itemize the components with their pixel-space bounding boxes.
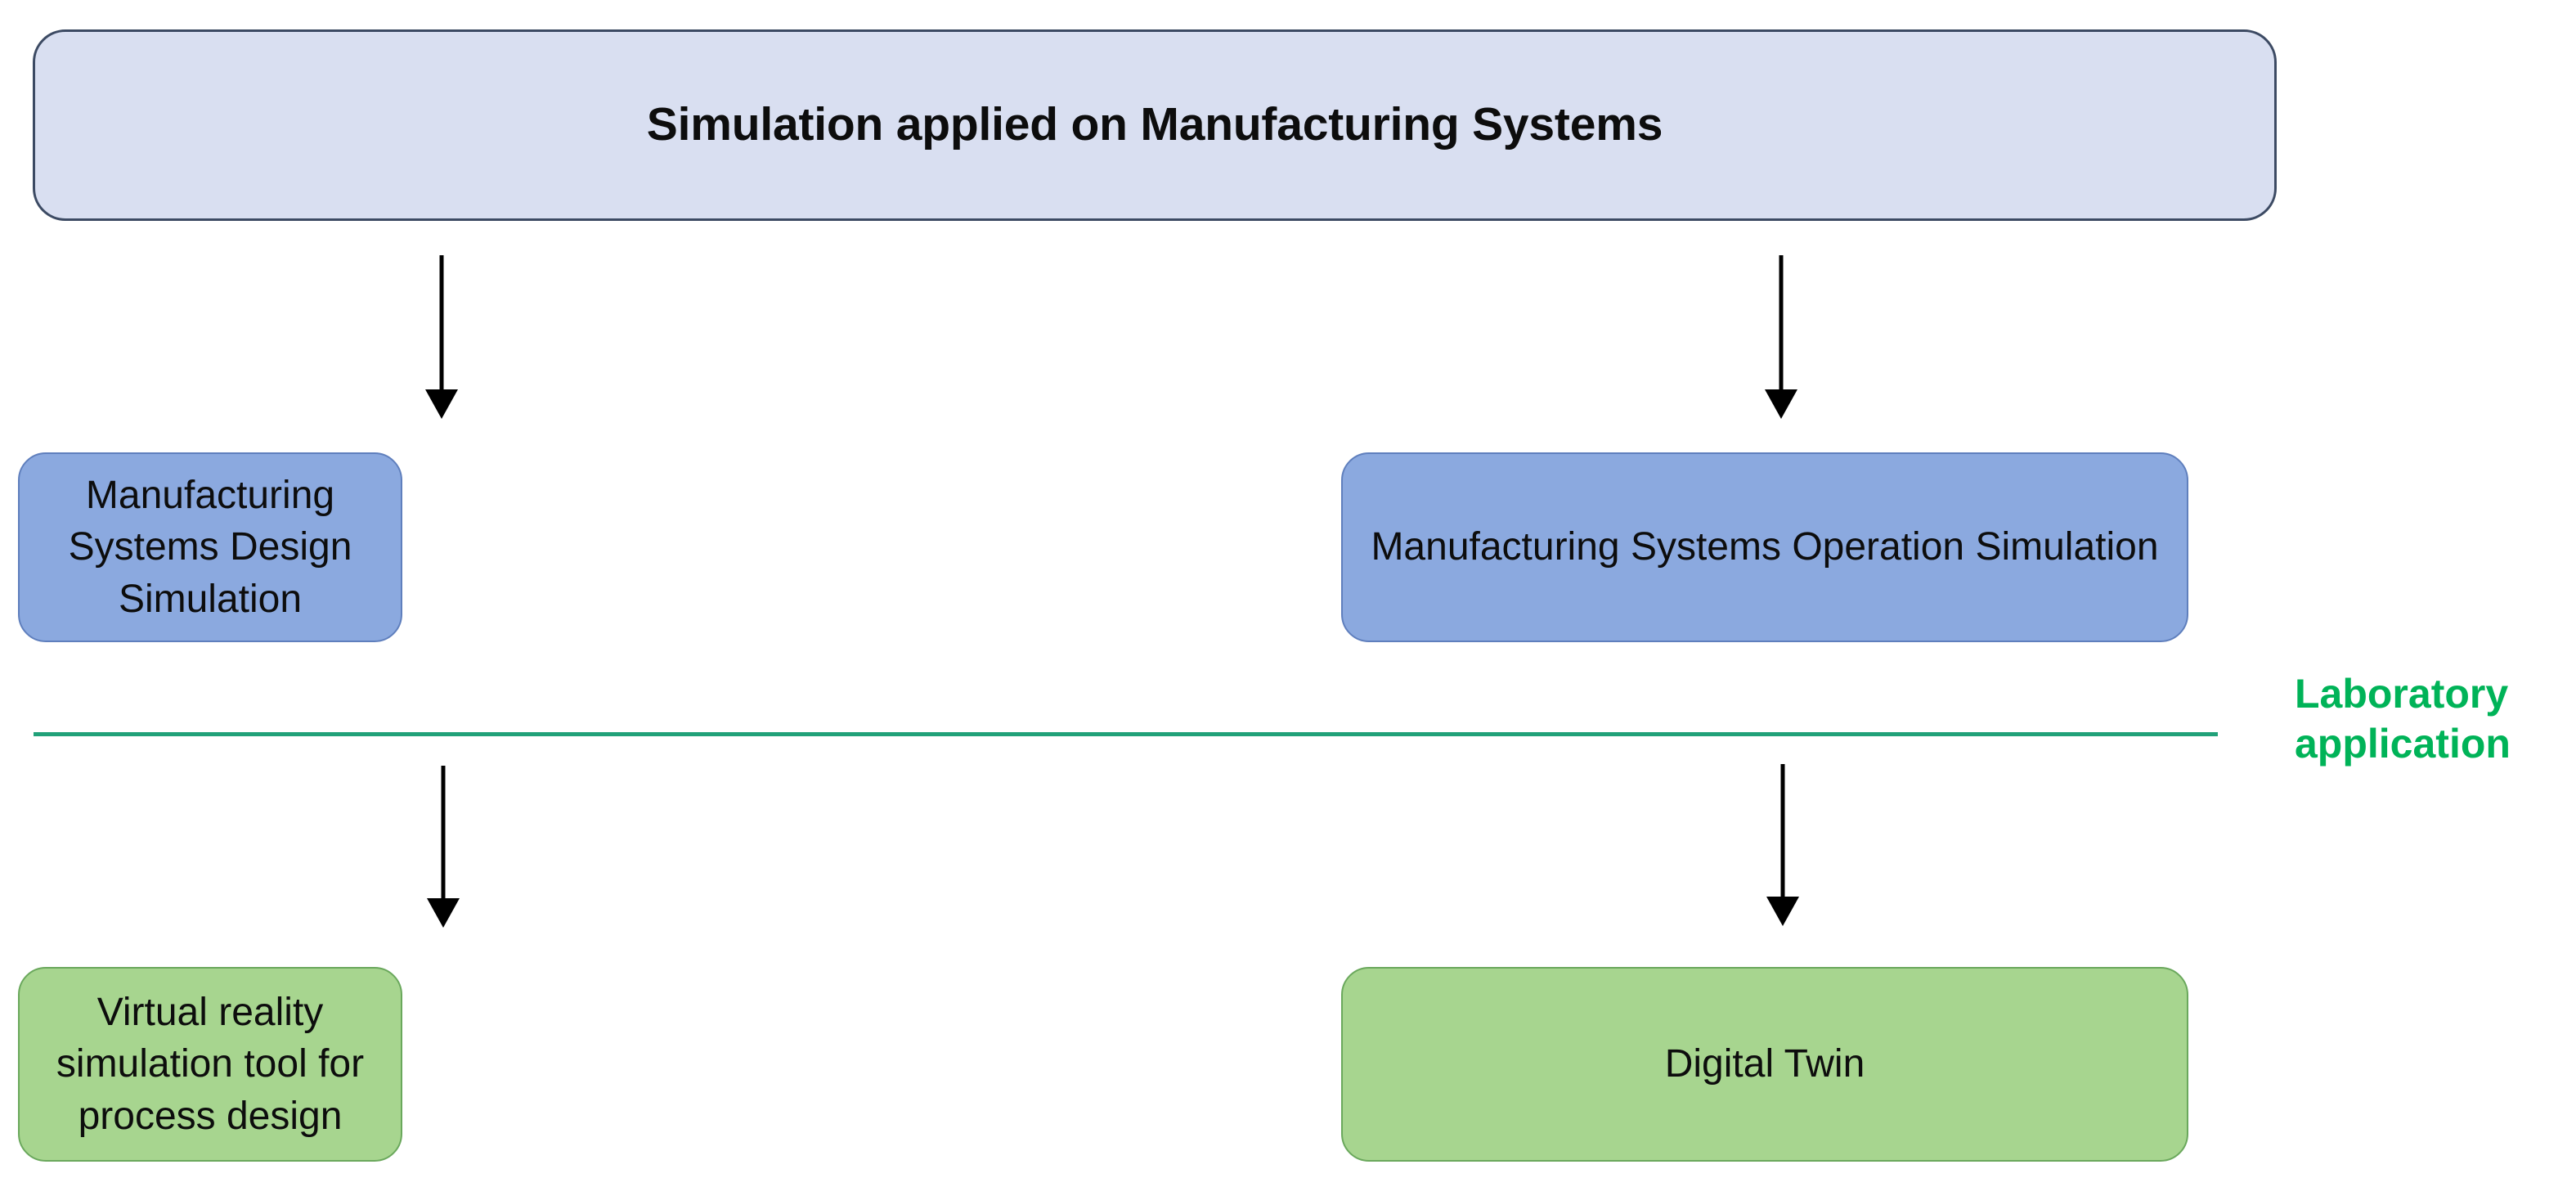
arrow-root-to-design bbox=[413, 255, 470, 419]
node-design-simulation: Manufacturing Systems Design Simulation bbox=[18, 452, 402, 642]
node-root-label: Simulation applied on Manufacturing Syst… bbox=[646, 98, 1663, 151]
arrow-operation-to-digital-twin bbox=[1754, 764, 1811, 926]
node-vr-simulation-tool-label: Virtual reality simulation tool for proc… bbox=[56, 990, 365, 1138]
arrow-down-icon bbox=[427, 766, 460, 928]
arrow-root-to-operation bbox=[1752, 255, 1810, 419]
node-digital-twin-label: Digital Twin bbox=[1664, 1042, 1865, 1086]
node-root-simulation: Simulation applied on Manufacturing Syst… bbox=[33, 29, 2277, 221]
arrow-design-to-vr-tool bbox=[415, 766, 472, 928]
node-digital-twin: Digital Twin bbox=[1341, 967, 2188, 1162]
node-operation-simulation-label: Manufacturing Systems Operation Simulati… bbox=[1371, 525, 2159, 569]
node-operation-simulation: Manufacturing Systems Operation Simulati… bbox=[1341, 452, 2188, 642]
node-design-simulation-label: Manufacturing Systems Design Simulation bbox=[68, 473, 352, 621]
arrow-down-icon bbox=[1766, 764, 1799, 926]
node-vr-simulation-tool: Virtual reality simulation tool for proc… bbox=[18, 967, 402, 1162]
laboratory-application-caption: Laboratory application bbox=[2295, 671, 2511, 767]
arrow-down-icon bbox=[1765, 255, 1797, 419]
arrow-down-icon bbox=[425, 255, 458, 419]
laboratory-application-divider-line bbox=[34, 732, 2218, 736]
